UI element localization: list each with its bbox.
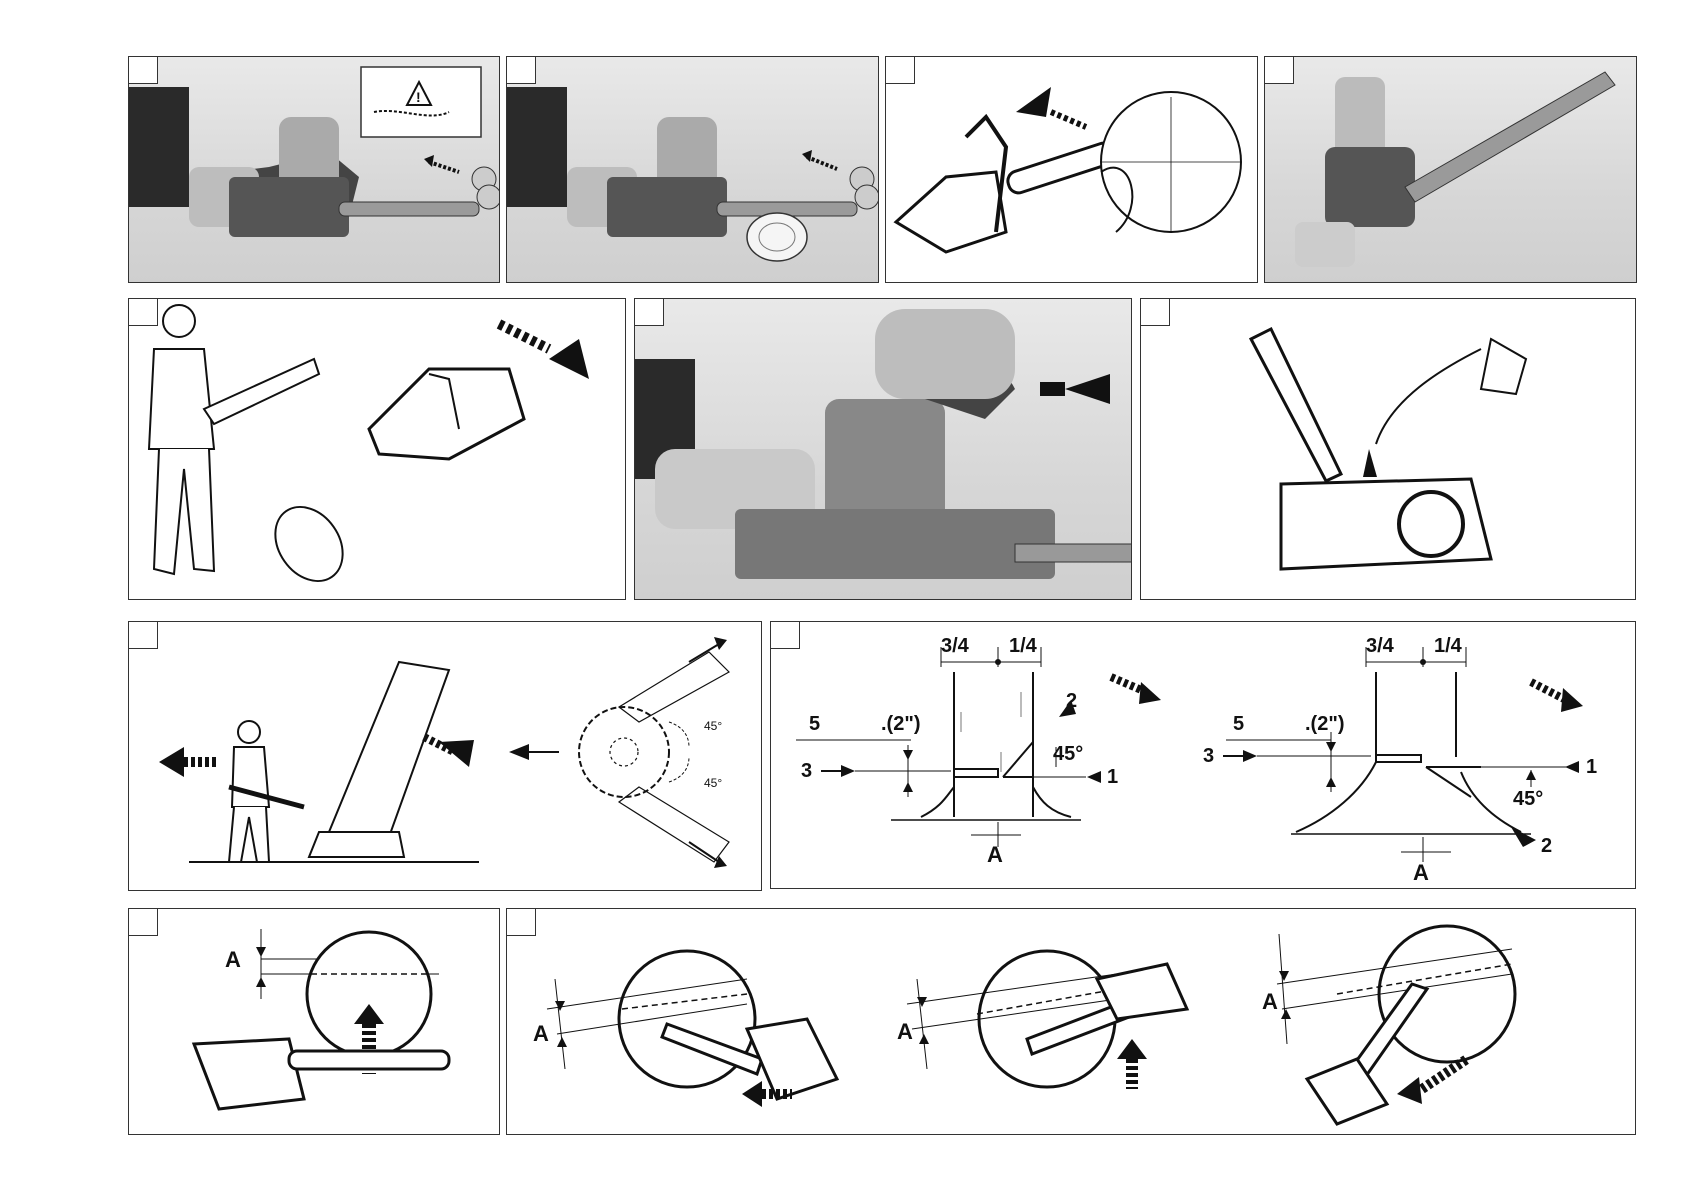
panel-handle-photo — [634, 298, 1132, 600]
kickback-drawing-art — [893, 87, 1242, 254]
panel-tab — [886, 57, 915, 84]
handle-photo-art — [635, 309, 1131, 579]
felling-left-num-5: 5 — [809, 713, 820, 735]
felling-right-num-1: 1 — [1586, 756, 1597, 778]
felling-right-ratio-3-4: 3/4 — [1366, 635, 1395, 657]
felling-left-num-1: 1 — [1107, 766, 1118, 788]
panel-kickback-photo-2 — [506, 56, 879, 283]
panel-chainbrake-drawing — [128, 298, 626, 600]
panel-tab — [507, 909, 536, 936]
felling-left-dim-A: A — [987, 842, 1003, 867]
panel-oil-drawing — [1140, 298, 1636, 600]
panel-bucking-techniques: A A A — [506, 908, 1636, 1135]
bucking-single-art: A — [191, 929, 451, 1111]
panel-felling-notch: 3/4 1/4 5 .(2") 3 2 45° 1 A 3/4 1/4 — [770, 621, 1636, 889]
panel-tab — [129, 909, 158, 936]
panel-bucking-single: A — [128, 908, 500, 1135]
retreat-angle-bottom: 45° — [704, 776, 722, 790]
panel-tab — [129, 622, 158, 649]
panel-tab — [129, 57, 158, 84]
retreat-angle-top: 45° — [704, 719, 722, 733]
felling-left-depth: .(2") — [881, 713, 920, 735]
oil-drawing-art — [1248, 326, 1528, 571]
bucking-technique-2-dim-A: A — [897, 1019, 913, 1044]
panel-tab — [771, 622, 800, 649]
felling-left-angle: 45° — [1053, 743, 1083, 765]
felling-left-ratio-1-4: 1/4 — [1009, 635, 1038, 657]
bucking-technique-1-dim-A: A — [533, 1021, 549, 1046]
felling-left-ratio-3-4: 3/4 — [941, 635, 970, 657]
felling-notch-art: 3/4 1/4 5 .(2") 3 2 45° 1 A 3/4 1/4 — [796, 635, 1597, 885]
felling-right-num-5: 5 — [1233, 713, 1244, 735]
felling-left-num-3: 3 — [801, 760, 812, 782]
felling-right-depth: .(2") — [1305, 713, 1344, 735]
chainbrake-drawing-art — [147, 304, 589, 583]
panel-tab — [1265, 57, 1294, 84]
chainbrake-photo-art — [1295, 71, 1616, 267]
panel-tab — [1141, 299, 1170, 326]
panel-retreat-path: 45° 45° — [128, 621, 762, 891]
panel-kickback-photo-1: ! — [128, 56, 500, 283]
panel-kickback-drawing — [885, 56, 1258, 283]
panel-tab — [635, 299, 664, 326]
panel-chainbrake-photo — [1264, 56, 1637, 283]
felling-right-dim-A: A — [1413, 860, 1429, 885]
kickback-photo-2-art — [507, 87, 878, 262]
panel-tab — [507, 57, 536, 84]
felling-right-num-2: 2 — [1541, 835, 1552, 857]
felling-right-angle: 45° — [1513, 788, 1543, 810]
felling-right-num-3: 3 — [1203, 745, 1214, 767]
bucking-techniques-art: A A A — [533, 924, 1517, 1126]
retreat-path-art: 45° 45° — [159, 637, 730, 868]
bucking-technique-3-dim-A: A — [1262, 989, 1278, 1014]
felling-right-ratio-1-4: 1/4 — [1434, 635, 1463, 657]
kickback-photo-1-art: ! — [129, 66, 499, 237]
panel-tab — [129, 299, 158, 326]
bucking-single-dim-A: A — [225, 947, 241, 972]
felling-left-num-2: 2 — [1066, 690, 1077, 712]
svg-text:!: ! — [416, 89, 421, 105]
